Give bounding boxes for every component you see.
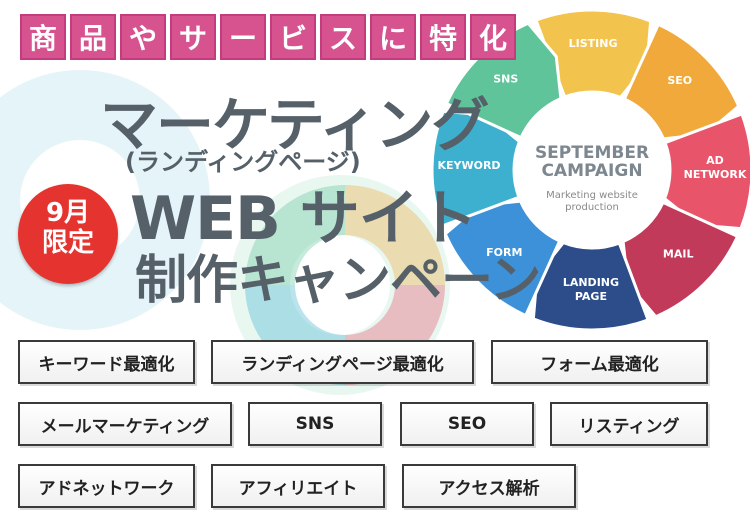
header-char: に [370, 14, 416, 60]
header-char: ビ [270, 14, 316, 60]
title-web-site: WEB サイト [130, 184, 478, 254]
service-button-form[interactable]: フォーム最適化 [491, 340, 708, 384]
header-char: ー [220, 14, 266, 60]
header-char: ス [320, 14, 366, 60]
service-button-keyword[interactable]: キーワード最適化 [18, 340, 195, 384]
title-landing-page: (ランディングページ) [125, 148, 361, 176]
header-char: 化 [470, 14, 516, 60]
header-char: 品 [70, 14, 116, 60]
header-char: サ [170, 14, 216, 60]
service-button-email[interactable]: メールマーケティング [18, 402, 232, 446]
header-char: 特 [420, 14, 466, 60]
service-button-sns[interactable]: SNS [248, 402, 382, 446]
september-limited-badge: 9月 限定 [18, 184, 118, 284]
header-strip: 商品やサービスに特化 [20, 14, 516, 60]
service-button-seo[interactable]: SEO [400, 402, 534, 446]
title-marketing: マーケティング [100, 91, 489, 159]
service-button-listing[interactable]: リスティング [550, 402, 708, 446]
badge-month: 9月 [45, 198, 91, 228]
service-button-landing-page[interactable]: ランディングページ最適化 [211, 340, 474, 384]
headline-area: 商品やサービスに特化 マーケティング (ランディングページ) WEB サイト 制… [18, 14, 541, 311]
title-campaign: 制作キャンペーン [135, 251, 541, 311]
header-char: 商 [20, 14, 66, 60]
service-button-ad-network[interactable]: アドネットワーク [18, 464, 195, 508]
badge-limited: 限定 [41, 228, 94, 258]
service-button-affiliate[interactable]: アフィリエイト [211, 464, 385, 508]
service-button-access-analytics[interactable]: アクセス解析 [402, 464, 576, 508]
header-char: や [120, 14, 166, 60]
